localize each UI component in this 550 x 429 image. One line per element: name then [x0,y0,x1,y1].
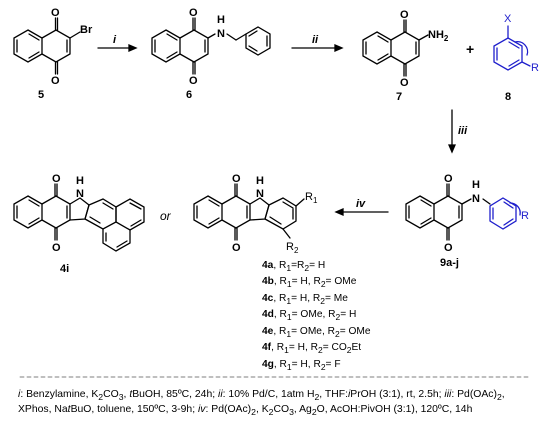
atom-o-top-4i: O [52,173,61,185]
substituent-row-4b: 4b, R1= H, R2= OMe [262,276,357,290]
step-label-iii: iii [458,125,468,137]
plus-sign: + [466,41,474,57]
arrow-iv [334,208,389,216]
atom-x-8: X [504,13,512,25]
compound-4-series-structure [193,183,305,241]
atom-r-8: R [531,62,539,74]
atom-n-4i: N [76,188,84,200]
compound-label-9: 9a-j [440,257,459,269]
compound-label-5: 5 [38,89,44,101]
compound-9-structure [405,183,521,241]
atom-br-5: Br [80,24,93,36]
conditions-line-2: XPhos, NatBuO, toluene, 150ºC, 3-9h; iv:… [18,404,473,418]
atom-o-bottom-4i: O [52,242,61,254]
atom-o-top-6: O [189,7,198,19]
step-label-ii: ii [312,34,319,46]
atom-o-bottom-9: O [444,242,453,254]
atom-h-4: H [256,175,264,187]
atom-h-4i: H [76,175,84,187]
arrow-iii [448,109,456,154]
substituent-row-4g: 4g, R1= H, R2= F [262,358,341,372]
compound-4i-structure [13,183,145,252]
substituent-row-4a: 4a, R1=R2= H [262,260,326,274]
compound-7-structure [362,19,429,77]
compound-label-6: 6 [186,89,192,101]
compound-6-structure [151,17,271,75]
atom-o-bottom-7: O [400,77,409,89]
substituent-row-4f: 4f, R1= H, R2= CO2Et [262,342,362,356]
atom-o-bottom-5: O [51,75,60,87]
or-label: or [160,209,172,223]
atom-o-bottom-4: O [232,242,241,254]
step-label-iv: iv [356,198,366,210]
atom-r-9: R [521,210,529,222]
atom-h-6: H [217,14,225,26]
atom-r2-4: R2 [286,241,299,255]
arrow-i [97,44,138,52]
atom-n-4: N [256,188,264,200]
compound-5-structure [13,17,81,75]
atom-o-bottom-6: O [189,75,198,87]
compound-label-7: 7 [396,91,402,103]
compound-label-4i: 4i [60,263,69,275]
substituent-list: 4a, R1=R2= H 4b, R1= H, R2= OMe 4c, R1= … [262,259,371,374]
atom-n-6: N [217,28,225,40]
atom-n-9: N [472,193,480,205]
step-label-i: i [113,34,117,46]
compound-label-8: 8 [505,91,511,103]
arrow-ii [291,44,344,52]
atom-o-top-7: O [400,9,409,21]
atom-r1-4: R1 [305,191,318,205]
atom-o-top-5: O [51,7,60,19]
atom-nh2-7: NH2 [428,29,449,43]
substituent-row-4d: 4d, R1= OMe, R2= H [262,309,357,323]
substituent-row-4c: 4c, R1= H, R2= Me [262,292,348,306]
conditions-line-1: i: Benzylamine, K2CO3, tBuOH, 85ºC, 24h;… [18,389,505,403]
substituent-row-4e: 4e, R1= OMe, R2= OMe [262,325,371,339]
atom-o-top-9: O [444,173,453,185]
atom-o-top-4: O [232,173,241,185]
atom-h-9: H [472,179,480,191]
compound-8-structure [493,25,531,71]
